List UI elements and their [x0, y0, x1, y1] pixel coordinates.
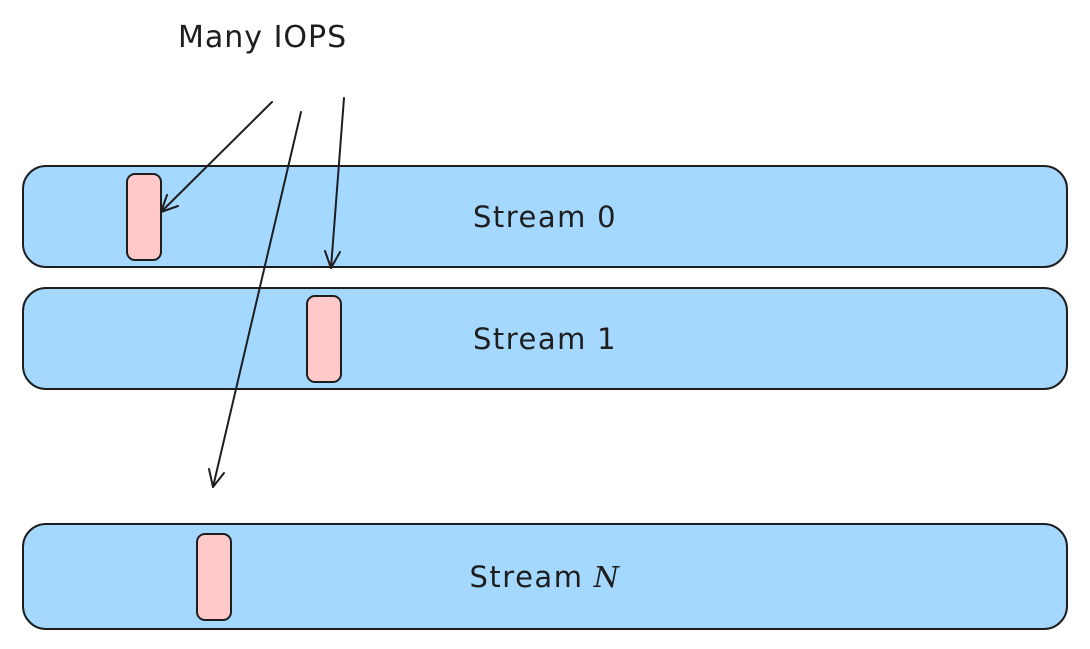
stream-0: Stream 0	[22, 165, 1068, 268]
iop-marker-stream-n	[196, 532, 232, 621]
stream-1-label-suffix: 1	[597, 321, 618, 356]
stream-n-label-suffix: N	[593, 559, 621, 594]
stream-1: Stream 1	[22, 287, 1068, 390]
stream-n-label-prefix: Stream	[469, 559, 584, 594]
stream-0-label: Stream 0	[24, 167, 1066, 266]
many-iops-label: Many IOPS	[178, 20, 348, 55]
stream-0-label-prefix: Stream	[472, 199, 587, 234]
iop-marker-stream-0	[126, 172, 162, 261]
stream-n-label: Stream N	[24, 525, 1066, 628]
stream-n: Stream N	[22, 523, 1068, 630]
stream-1-label: Stream 1	[24, 289, 1066, 388]
stream-1-label-prefix: Stream	[472, 321, 587, 356]
stream-0-label-suffix: 0	[597, 199, 618, 234]
iop-marker-stream-1	[306, 294, 342, 383]
